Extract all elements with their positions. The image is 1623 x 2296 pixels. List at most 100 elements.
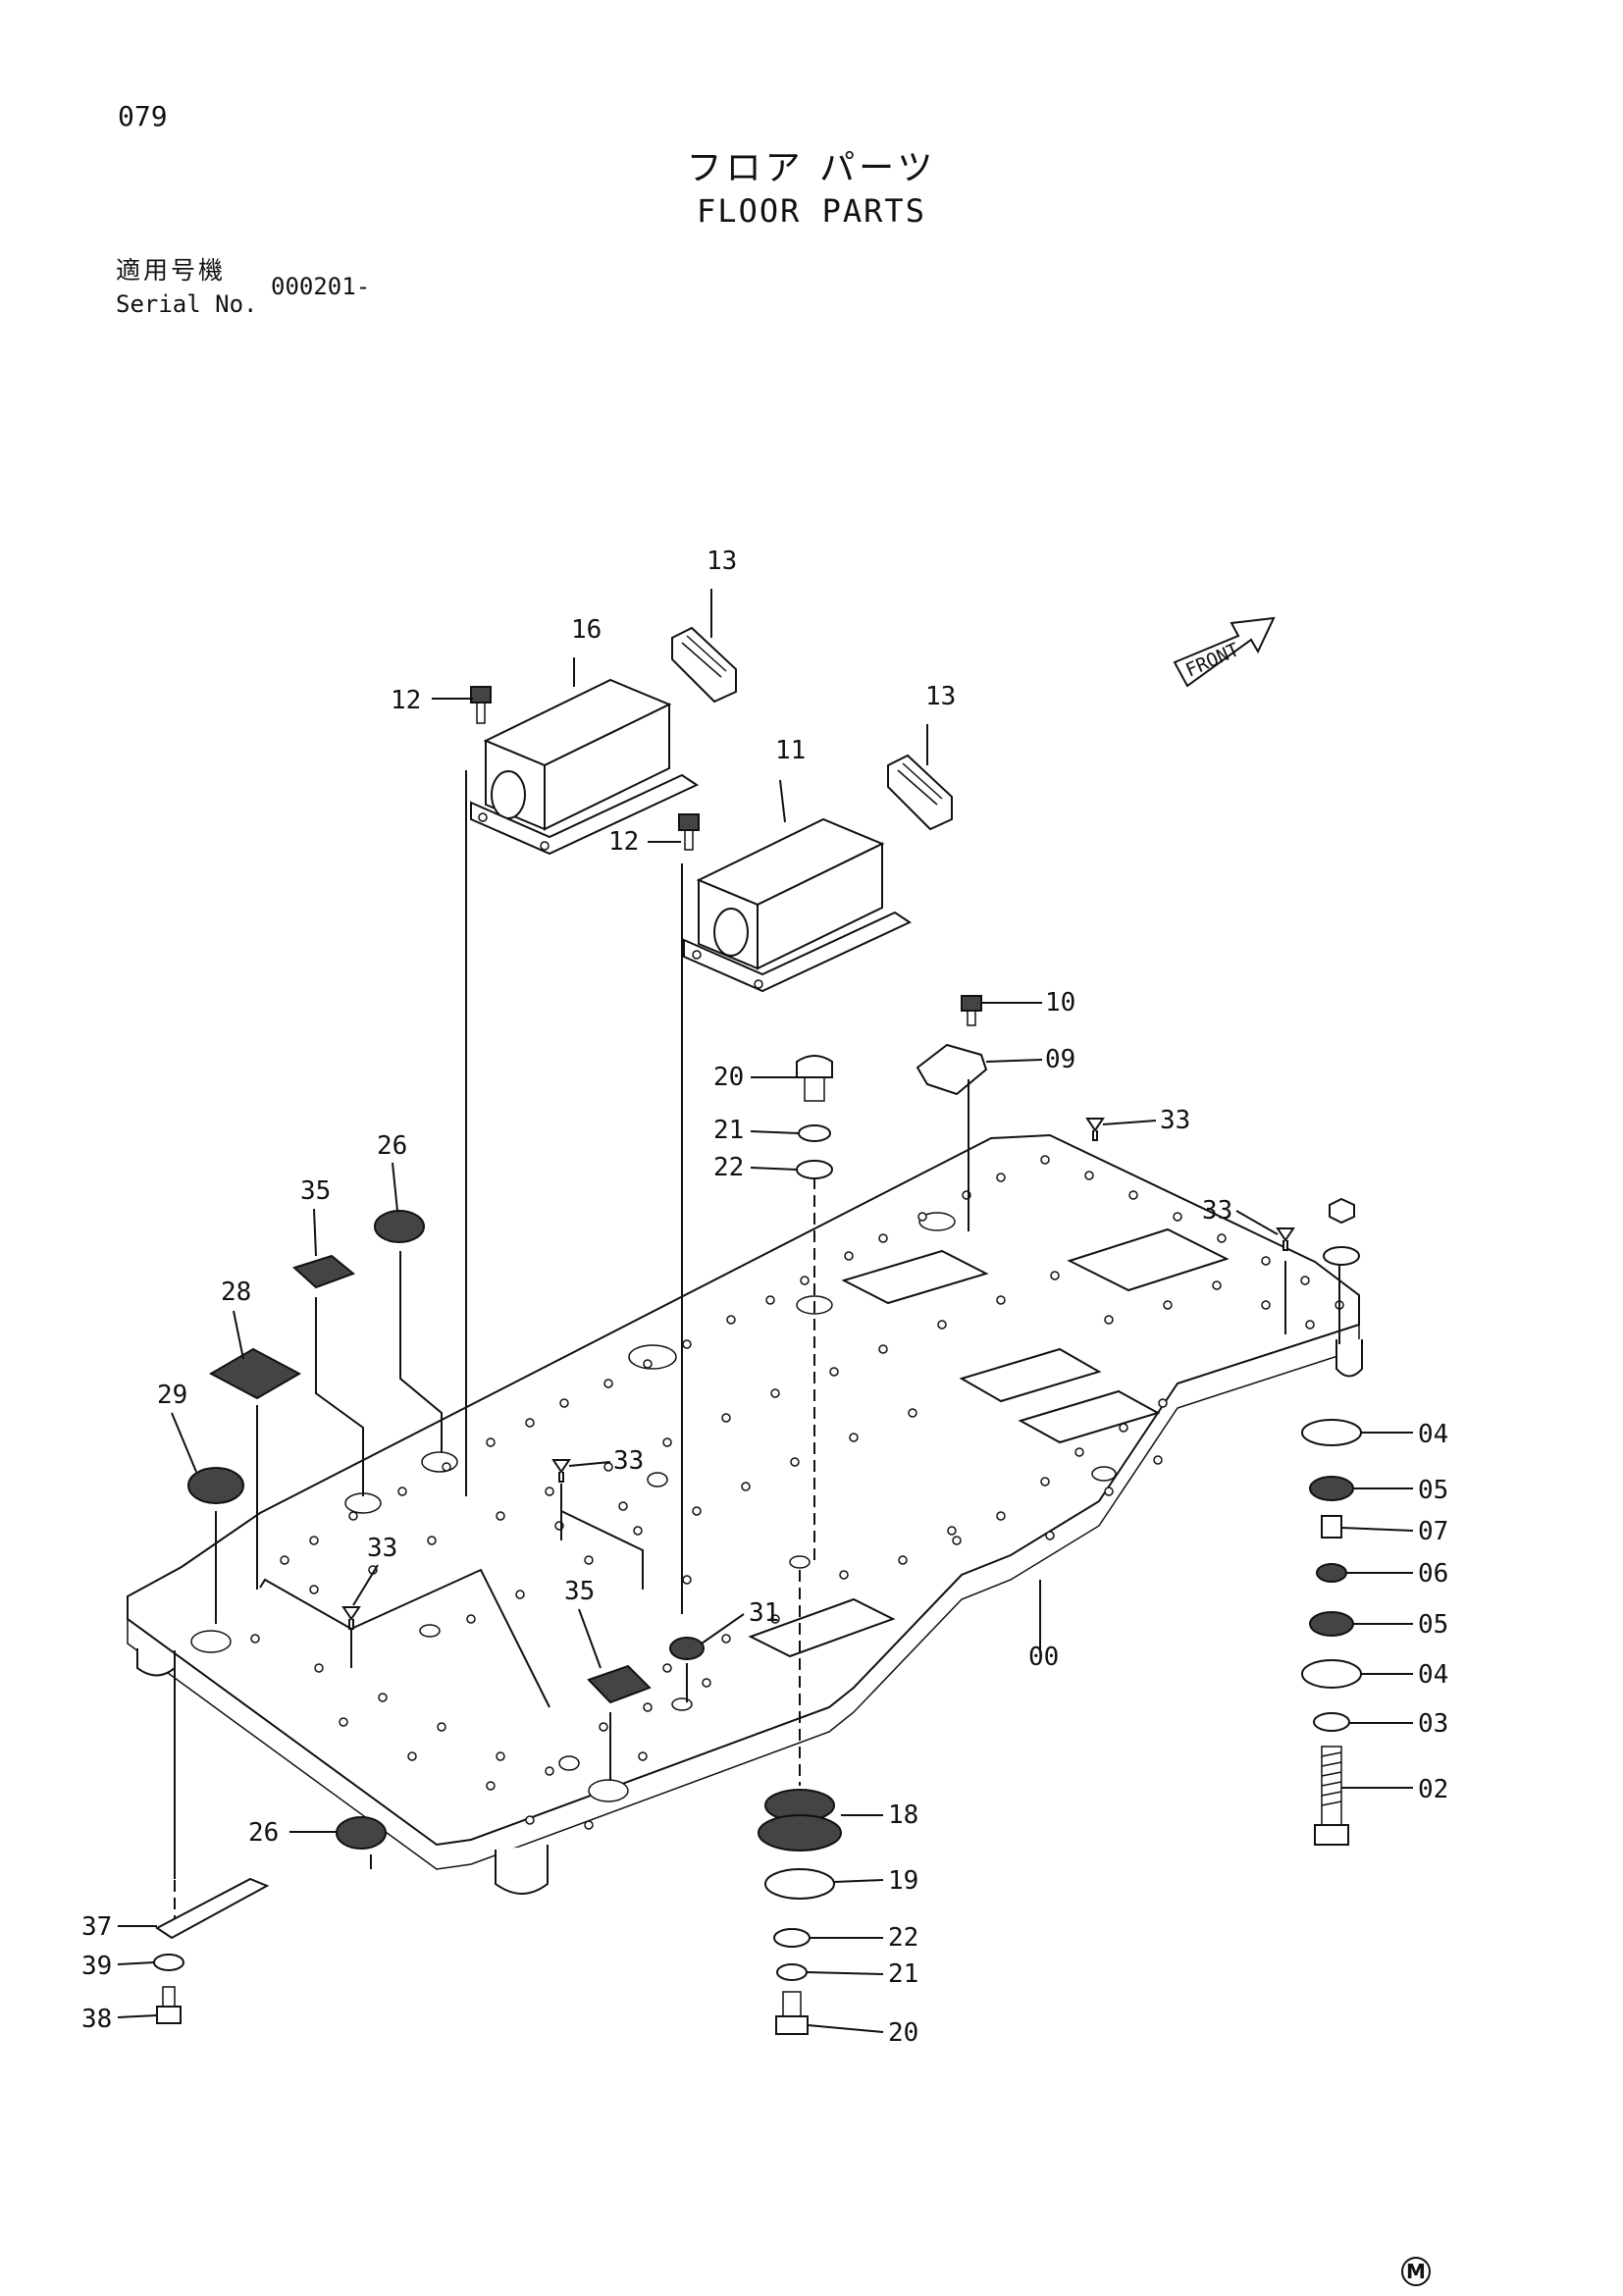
plate-hole <box>952 1536 962 1545</box>
plate-hole <box>1261 1256 1271 1266</box>
plate-hole <box>1300 1276 1310 1285</box>
serial-label-en: Serial No. <box>116 290 258 318</box>
mount-box-11 <box>683 817 913 993</box>
callout-label: 02 <box>1418 1775 1448 1804</box>
bolt-12b <box>678 813 700 851</box>
plate-hole <box>662 1437 672 1447</box>
callout-label: 20 <box>713 1063 744 1092</box>
callout-label: 05 <box>1418 1610 1448 1640</box>
callout-leader <box>806 1971 884 1975</box>
plate-hole <box>584 1555 594 1565</box>
plate-hole <box>702 1678 711 1688</box>
plate-hole <box>525 1418 535 1428</box>
rivet-33b <box>1276 1227 1295 1251</box>
collar-07 <box>1321 1515 1342 1539</box>
cover-plate-09 <box>916 1043 988 1096</box>
callout-label: 26 <box>248 1818 279 1848</box>
plate-hole <box>937 1320 947 1330</box>
plate-hole <box>996 1511 1006 1521</box>
plate-hole <box>1040 1155 1050 1165</box>
plate-hole <box>917 1212 927 1222</box>
callout-label: 19 <box>888 1866 918 1896</box>
plate-hole <box>947 1526 957 1536</box>
callout-leader <box>578 1608 602 1669</box>
plate-hole <box>878 1233 888 1243</box>
plate-hole <box>800 1276 810 1285</box>
plate-hole <box>309 1585 319 1594</box>
callout-leader <box>568 1461 611 1467</box>
plate-hole <box>618 1501 628 1511</box>
callout-leader <box>313 1208 317 1257</box>
bolt-20-top <box>796 1055 833 1102</box>
plate-hole <box>633 1526 643 1536</box>
callout-leader <box>750 1130 800 1134</box>
plate-hole <box>1084 1171 1094 1180</box>
guide-lines <box>174 770 1340 1879</box>
plate-hole <box>1217 1233 1227 1243</box>
callout-label: 39 <box>81 1952 112 1981</box>
plate-hole <box>996 1295 1006 1305</box>
plate-hole <box>427 1536 437 1545</box>
plate-hole <box>1040 1477 1050 1487</box>
plate-hole <box>378 1693 388 1702</box>
plate-hole <box>844 1251 854 1261</box>
plate-hole <box>682 1339 692 1349</box>
callout-label: 12 <box>608 827 639 857</box>
plate-hole <box>280 1555 289 1565</box>
plate-hole <box>407 1751 417 1761</box>
callout-leader <box>171 1412 197 1473</box>
rivet-33c <box>551 1459 571 1483</box>
plate-hole <box>1261 1300 1271 1310</box>
rivet-leader <box>259 1484 644 1708</box>
plate-hole <box>996 1173 1006 1182</box>
callout-leader <box>833 1879 884 1883</box>
callout-label: 35 <box>564 1577 595 1606</box>
plate-hole <box>339 1717 348 1727</box>
cup-04-bottom <box>1301 1659 1362 1689</box>
cushion-06 <box>1316 1563 1347 1583</box>
callout-leader <box>117 1961 155 1965</box>
callout-label: 21 <box>713 1116 744 1145</box>
callout-leader <box>750 1167 798 1171</box>
page-number: 079 <box>118 100 168 132</box>
plate-hole <box>829 1367 839 1377</box>
callout-label: 37 <box>81 1912 112 1942</box>
washer-22-top <box>796 1160 833 1179</box>
washer-39 <box>153 1954 184 1971</box>
callout-label: 13 <box>707 547 737 576</box>
plate-hole <box>309 1536 319 1545</box>
plate-hole <box>741 1482 751 1491</box>
cushion-35-center <box>587 1664 652 1704</box>
plate-hole <box>515 1590 525 1599</box>
callout-label: 03 <box>1418 1709 1448 1739</box>
callout-label: 07 <box>1418 1517 1448 1546</box>
cushion-28 <box>208 1347 302 1400</box>
plate-hole <box>314 1663 324 1673</box>
plate-hole <box>1128 1190 1138 1200</box>
plate-hole <box>770 1388 780 1398</box>
callout-leader <box>779 779 786 823</box>
plate-hole <box>765 1295 775 1305</box>
callout-label: 00 <box>1028 1643 1059 1672</box>
bolt-38 <box>156 1986 182 2024</box>
washer-03 <box>1313 1712 1350 1732</box>
callout-label: 16 <box>571 615 602 645</box>
callout-leader <box>233 1310 244 1360</box>
callout-label: 26 <box>377 1131 407 1161</box>
lock-washer-21-top <box>798 1124 831 1142</box>
grille-13b <box>887 754 953 831</box>
callout-label: 33 <box>1160 1106 1190 1135</box>
callout-label: 12 <box>391 686 421 715</box>
callout-leader <box>1340 1527 1414 1532</box>
callout-label: 33 <box>367 1534 397 1563</box>
plate-hole <box>908 1408 917 1418</box>
callout-leader <box>117 2014 158 2018</box>
callout-label: 04 <box>1418 1660 1448 1690</box>
callout-leader <box>352 1564 379 1606</box>
plate-hole <box>466 1614 476 1624</box>
plate-hole <box>1074 1447 1084 1457</box>
plate-hole <box>1050 1271 1060 1280</box>
serial-value: 000201- <box>271 273 371 300</box>
plate-hole <box>898 1555 908 1565</box>
